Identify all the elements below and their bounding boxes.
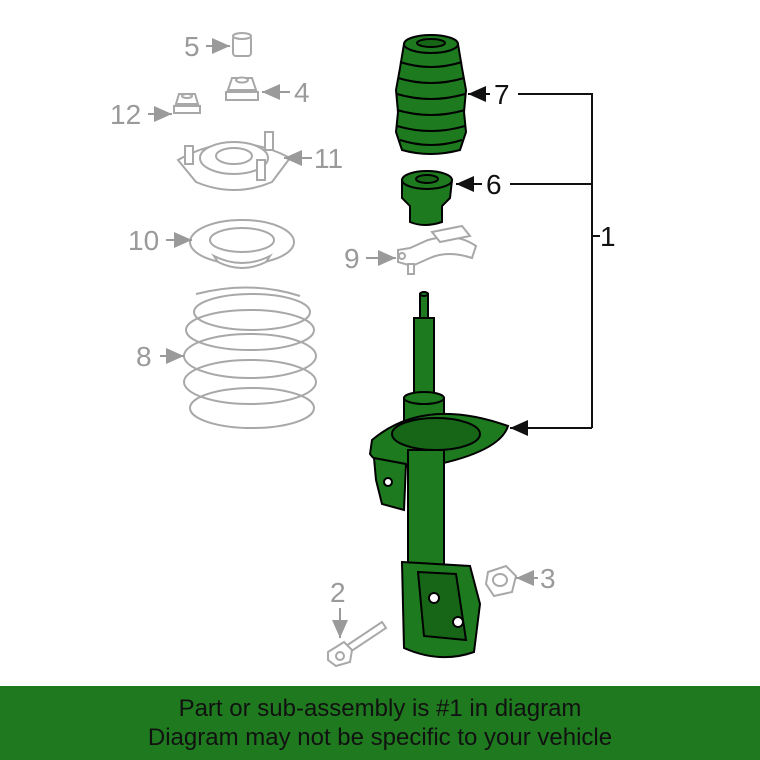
part-12-nut <box>173 93 201 114</box>
part-1-strut-assembly <box>368 291 510 659</box>
callout-12: 12 <box>110 99 141 130</box>
part-4-nut <box>225 76 259 101</box>
part-3-nut <box>484 564 518 598</box>
leader-lines <box>148 38 600 638</box>
callout-6: 6 <box>486 169 502 200</box>
callout-1: 1 <box>600 221 616 252</box>
callout-3: 3 <box>540 563 556 594</box>
footer-banner: Part or sub-assembly is #1 in diagram Di… <box>0 686 760 760</box>
callout-10: 10 <box>128 225 159 256</box>
part-2-bolt <box>327 620 388 668</box>
part-8-coil-spring <box>183 286 317 429</box>
footer-line-2: Diagram may not be specific to your vehi… <box>147 724 613 751</box>
callout-11: 11 <box>314 143 343 174</box>
callout-5: 5 <box>184 31 200 62</box>
bracket-1 <box>518 93 593 428</box>
part-6-bump-stop <box>401 170 454 226</box>
part-10-spring-seat <box>189 219 295 269</box>
callout-8: 8 <box>136 341 152 372</box>
callout-9: 9 <box>344 243 360 274</box>
part-7-dust-boot <box>394 34 468 155</box>
callout-7: 7 <box>494 79 510 110</box>
part-9-bracket <box>397 224 478 275</box>
callout-2: 2 <box>330 577 346 608</box>
callout-4: 4 <box>294 77 310 108</box>
part-11-strut-mount <box>176 131 292 191</box>
footer-line-1: Part or sub-assembly is #1 in diagram <box>178 695 582 722</box>
parts-diagram: 5 4 12 11 10 9 8 3 2 7 6 1 <box>110 31 616 668</box>
callout-labels: 5 4 12 11 10 9 8 3 2 7 6 1 <box>110 31 616 608</box>
part-5-cap <box>232 32 252 57</box>
